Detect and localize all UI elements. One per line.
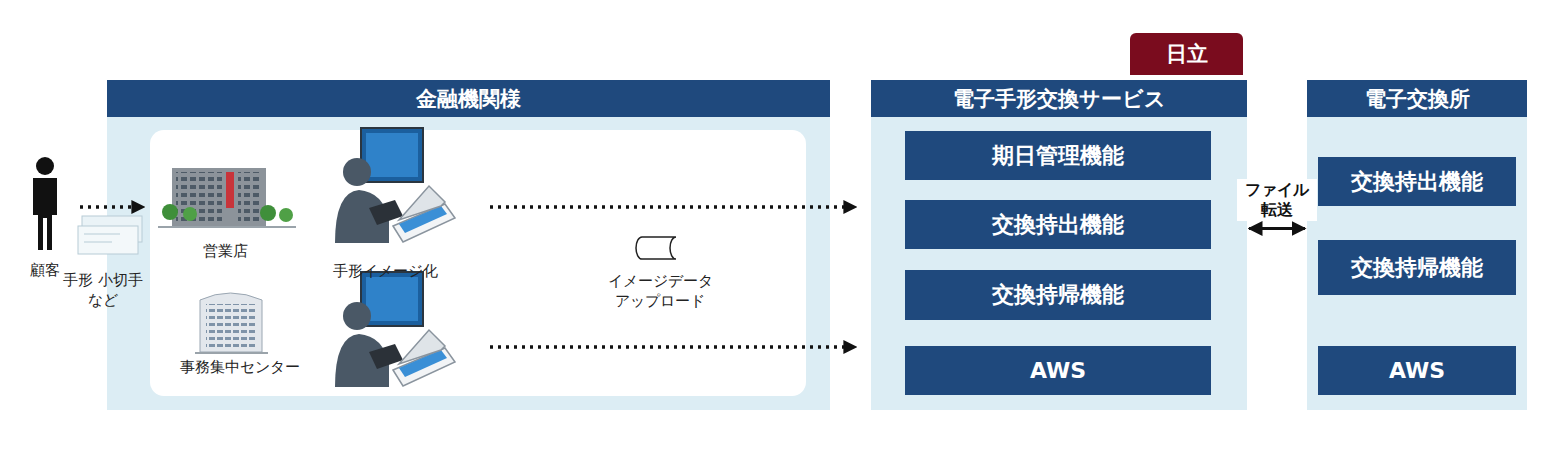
function-name: 交換持出機能 [992,210,1124,240]
icon-label: 事務集中センター [160,358,320,378]
icon-label: 手形 小切手など [58,271,148,310]
vendor-badge: 日立 [1130,33,1243,75]
panel-header: 電子交換所 [1307,80,1527,117]
icon-label: イメージデータ アップロード [600,272,720,311]
workstation [335,272,455,387]
function-name: 交換持帰機能 [992,280,1124,310]
function-name: 交換持出機能 [1351,167,1483,197]
function-box: 交換持帰機能 [905,270,1211,320]
function-box: 交換持出機能 [1318,157,1516,206]
function-box: 交換持帰機能 [1318,240,1516,295]
bill-documents [78,216,142,254]
bill-line [84,242,112,243]
dotted-arrow [490,205,856,209]
panel-ground [107,80,830,410]
function-name: AWS [1030,358,1086,383]
panel-title: 電子手形交換サービス [953,85,1166,113]
panel-ground [871,80,1247,410]
data-icon [636,237,676,259]
building-windows [206,304,256,348]
dotted-arrow [80,205,144,209]
bill-line [84,234,120,235]
tree [279,208,293,222]
customer-body [33,178,57,250]
ground-line [195,352,268,354]
group-panel: 電子手形交換サービス期日管理機能交換持出機能交換持帰機能 AWS [871,80,1247,410]
icon-label: 手形イメージ化 [320,262,450,282]
icon-label: 営業店 [170,242,280,262]
customer-figure [33,157,57,250]
panel-ground [1307,80,1527,410]
building-body [172,168,266,226]
group-panel: 電子交換所交換持出機能交換持帰機能 AWS [1307,80,1527,410]
panel-header: 電子手形交換サービス [871,80,1247,117]
bill [78,226,138,254]
branch-building [158,168,296,227]
tree [162,204,178,220]
panel-title: 電子交換所 [1365,85,1470,113]
building-windows [238,172,262,222]
panel-header: 金融機関様 [107,80,830,117]
transfer-arrow [1249,227,1305,230]
customer-head [36,157,54,175]
data-cylinder [636,237,676,259]
function-name: 期日管理機能 [992,141,1124,171]
center-building [195,293,268,353]
tree [183,207,197,221]
function-box: AWS [1318,346,1516,395]
panel-title: 金融機関様 [416,85,521,113]
function-box: 期日管理機能 [905,131,1211,180]
function-name: 交換持帰機能 [1351,253,1483,283]
inner-ground [150,130,806,396]
dotted-arrow [490,345,856,349]
ground-line [158,226,296,228]
edge-label: ファイル 転送 [1237,179,1317,221]
function-name: AWS [1389,358,1445,383]
tree [260,205,276,221]
building-body [200,293,262,352]
workstation [335,128,455,243]
bank-sign [226,172,234,208]
function-box: AWS [905,346,1211,395]
function-box: 交換持出機能 [905,200,1211,249]
badge-text: 日立 [1166,40,1208,68]
building-windows [176,172,222,222]
